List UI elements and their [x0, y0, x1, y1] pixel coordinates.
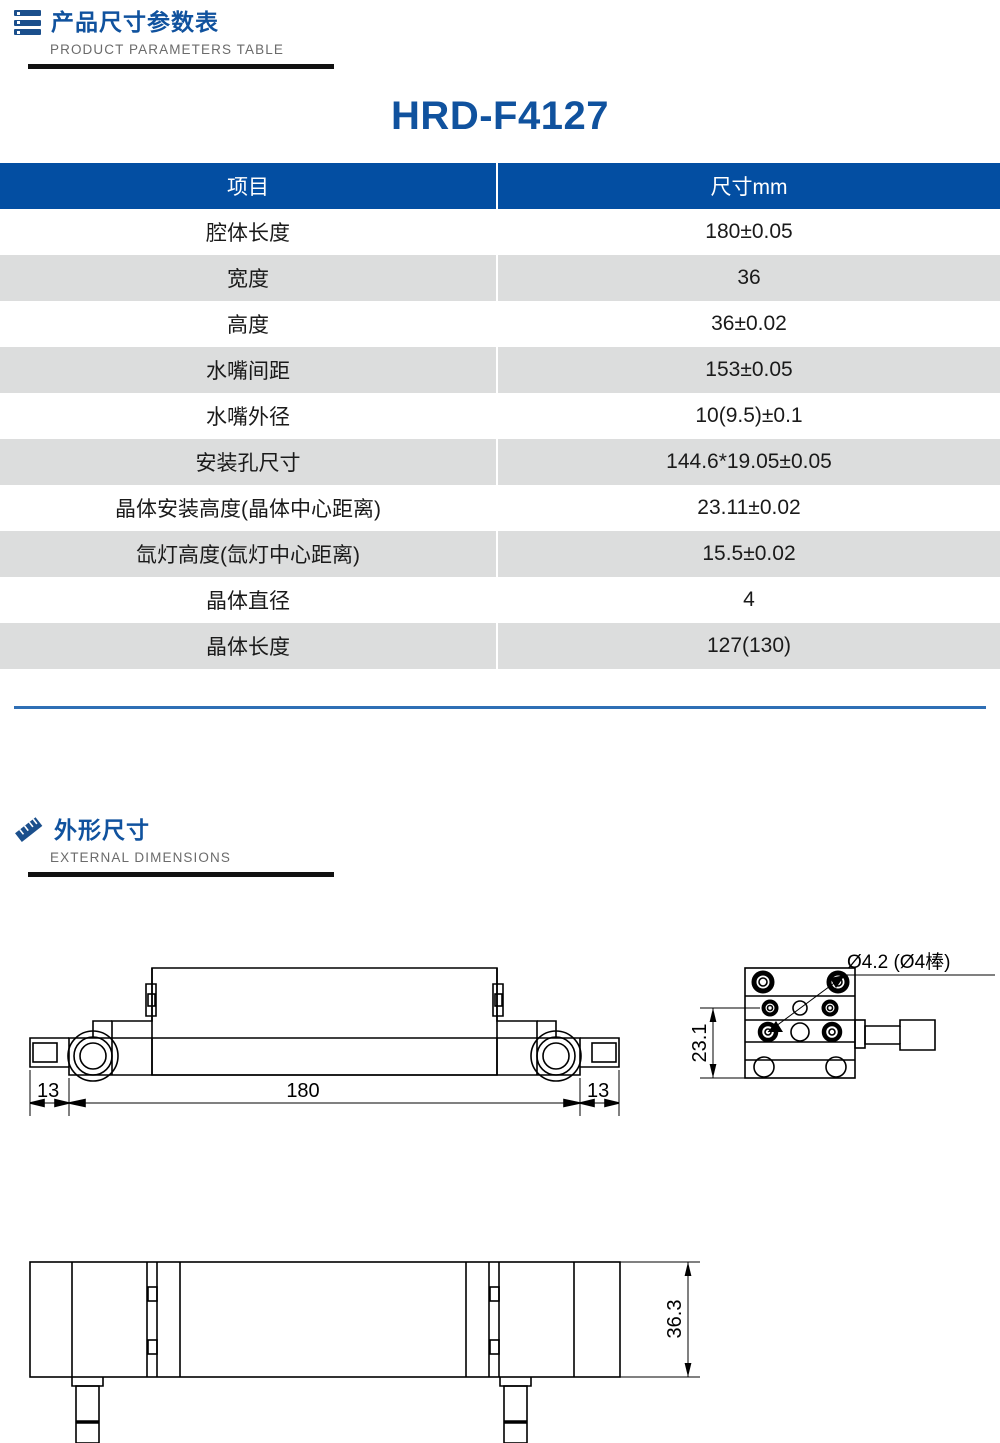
cell-value: 153±0.05 [498, 347, 1000, 393]
table-body: 腔体长度 180±0.05 宽度 36 高度 36±0.02 水嘴间距 153±… [0, 209, 1000, 669]
note-bore-diameter: Ø4.2 (Ø4棒) [847, 951, 950, 973]
section-header-dimensions: 外形尺寸 EXTERNAL DIMENSIONS [14, 817, 334, 877]
table-row: 氙灯高度(氙灯中心距离) 15.5±0.02 [0, 531, 1000, 577]
table-row: 水嘴间距 153±0.05 [0, 347, 1000, 393]
cell-value: 15.5±0.02 [498, 531, 1000, 577]
cell-item: 水嘴外径 [0, 393, 498, 439]
section-title-cn: 产品尺寸参数表 [51, 9, 219, 35]
ruler-icon [14, 817, 44, 843]
cell-value: 36±0.02 [498, 301, 1000, 347]
column-header-value: 尺寸mm [498, 163, 1000, 209]
technical-drawing: 13 180 13 [29, 951, 995, 1443]
table-row: 晶体直径 4 [0, 577, 1000, 623]
front-view [29, 967, 620, 1082]
cell-value: 10(9.5)±0.1 [498, 393, 1000, 439]
end-view-leader [767, 974, 995, 1033]
table-row: 晶体长度 127(130) [0, 623, 1000, 669]
section-divider [14, 706, 986, 709]
bottom-view-height-dimension [620, 1261, 700, 1378]
dim-left-13: 13 [37, 1080, 59, 1102]
column-header-item: 项目 [0, 163, 498, 209]
section-title-row: 外形尺寸 [14, 817, 334, 843]
table-row: 腔体长度 180±0.05 [0, 209, 1000, 255]
section-title-en: PRODUCT PARAMETERS TABLE [50, 42, 284, 57]
cell-item: 氙灯高度(氙灯中心距离) [0, 531, 498, 577]
page-title: HRD-F4127 [391, 94, 609, 138]
table-row: 水嘴外径 10(9.5)±0.1 [0, 393, 1000, 439]
section-title-row: 产品尺寸参数表 [14, 10, 334, 35]
section-title-cn: 外形尺寸 [54, 816, 150, 843]
section-underline [28, 872, 334, 877]
front-view-dimensions [29, 1070, 620, 1116]
section-underline [28, 64, 334, 69]
cell-item: 水嘴间距 [0, 347, 498, 393]
cell-value: 4 [498, 577, 1000, 623]
table-row: 晶体安装高度(晶体中心距离) 23.11±0.02 [0, 485, 1000, 531]
cell-item: 安装孔尺寸 [0, 439, 498, 485]
cell-item: 晶体安装高度(晶体中心距离) [0, 485, 498, 531]
cell-value: 23.11±0.02 [498, 485, 1000, 531]
dim-end-height: 23.1 [689, 1024, 711, 1063]
cell-item: 高度 [0, 301, 498, 347]
cell-value: 144.6*19.05±0.05 [498, 439, 1000, 485]
table-header-row: 项目 尺寸mm [0, 163, 1000, 209]
cell-item: 腔体长度 [0, 209, 498, 255]
cell-value: 36 [498, 255, 1000, 301]
cell-value: 127(130) [498, 623, 1000, 669]
bottom-view [29, 1261, 621, 1443]
dim-bottom-height: 36.3 [664, 1300, 686, 1339]
table-row: 高度 36±0.02 [0, 301, 1000, 347]
list-icon [14, 10, 41, 35]
table-row: 宽度 36 [0, 255, 1000, 301]
cell-item: 宽度 [0, 255, 498, 301]
cell-item: 晶体长度 [0, 623, 498, 669]
dimension-arrowheads [29, 1098, 620, 1108]
cell-item: 晶体直径 [0, 577, 498, 623]
spec-table: 项目 尺寸mm 腔体长度 180±0.05 宽度 36 高度 36±0.02 水… [0, 163, 1000, 669]
table-row: 安装孔尺寸 144.6*19.05±0.05 [0, 439, 1000, 485]
dim-right-13: 13 [587, 1080, 609, 1102]
dim-length-180: 180 [286, 1080, 319, 1102]
end-view [744, 967, 936, 1079]
section-title-en: EXTERNAL DIMENSIONS [50, 850, 231, 865]
section-header-parameters: 产品尺寸参数表 PRODUCT PARAMETERS TABLE [14, 10, 334, 69]
cell-value: 180±0.05 [498, 209, 1000, 255]
